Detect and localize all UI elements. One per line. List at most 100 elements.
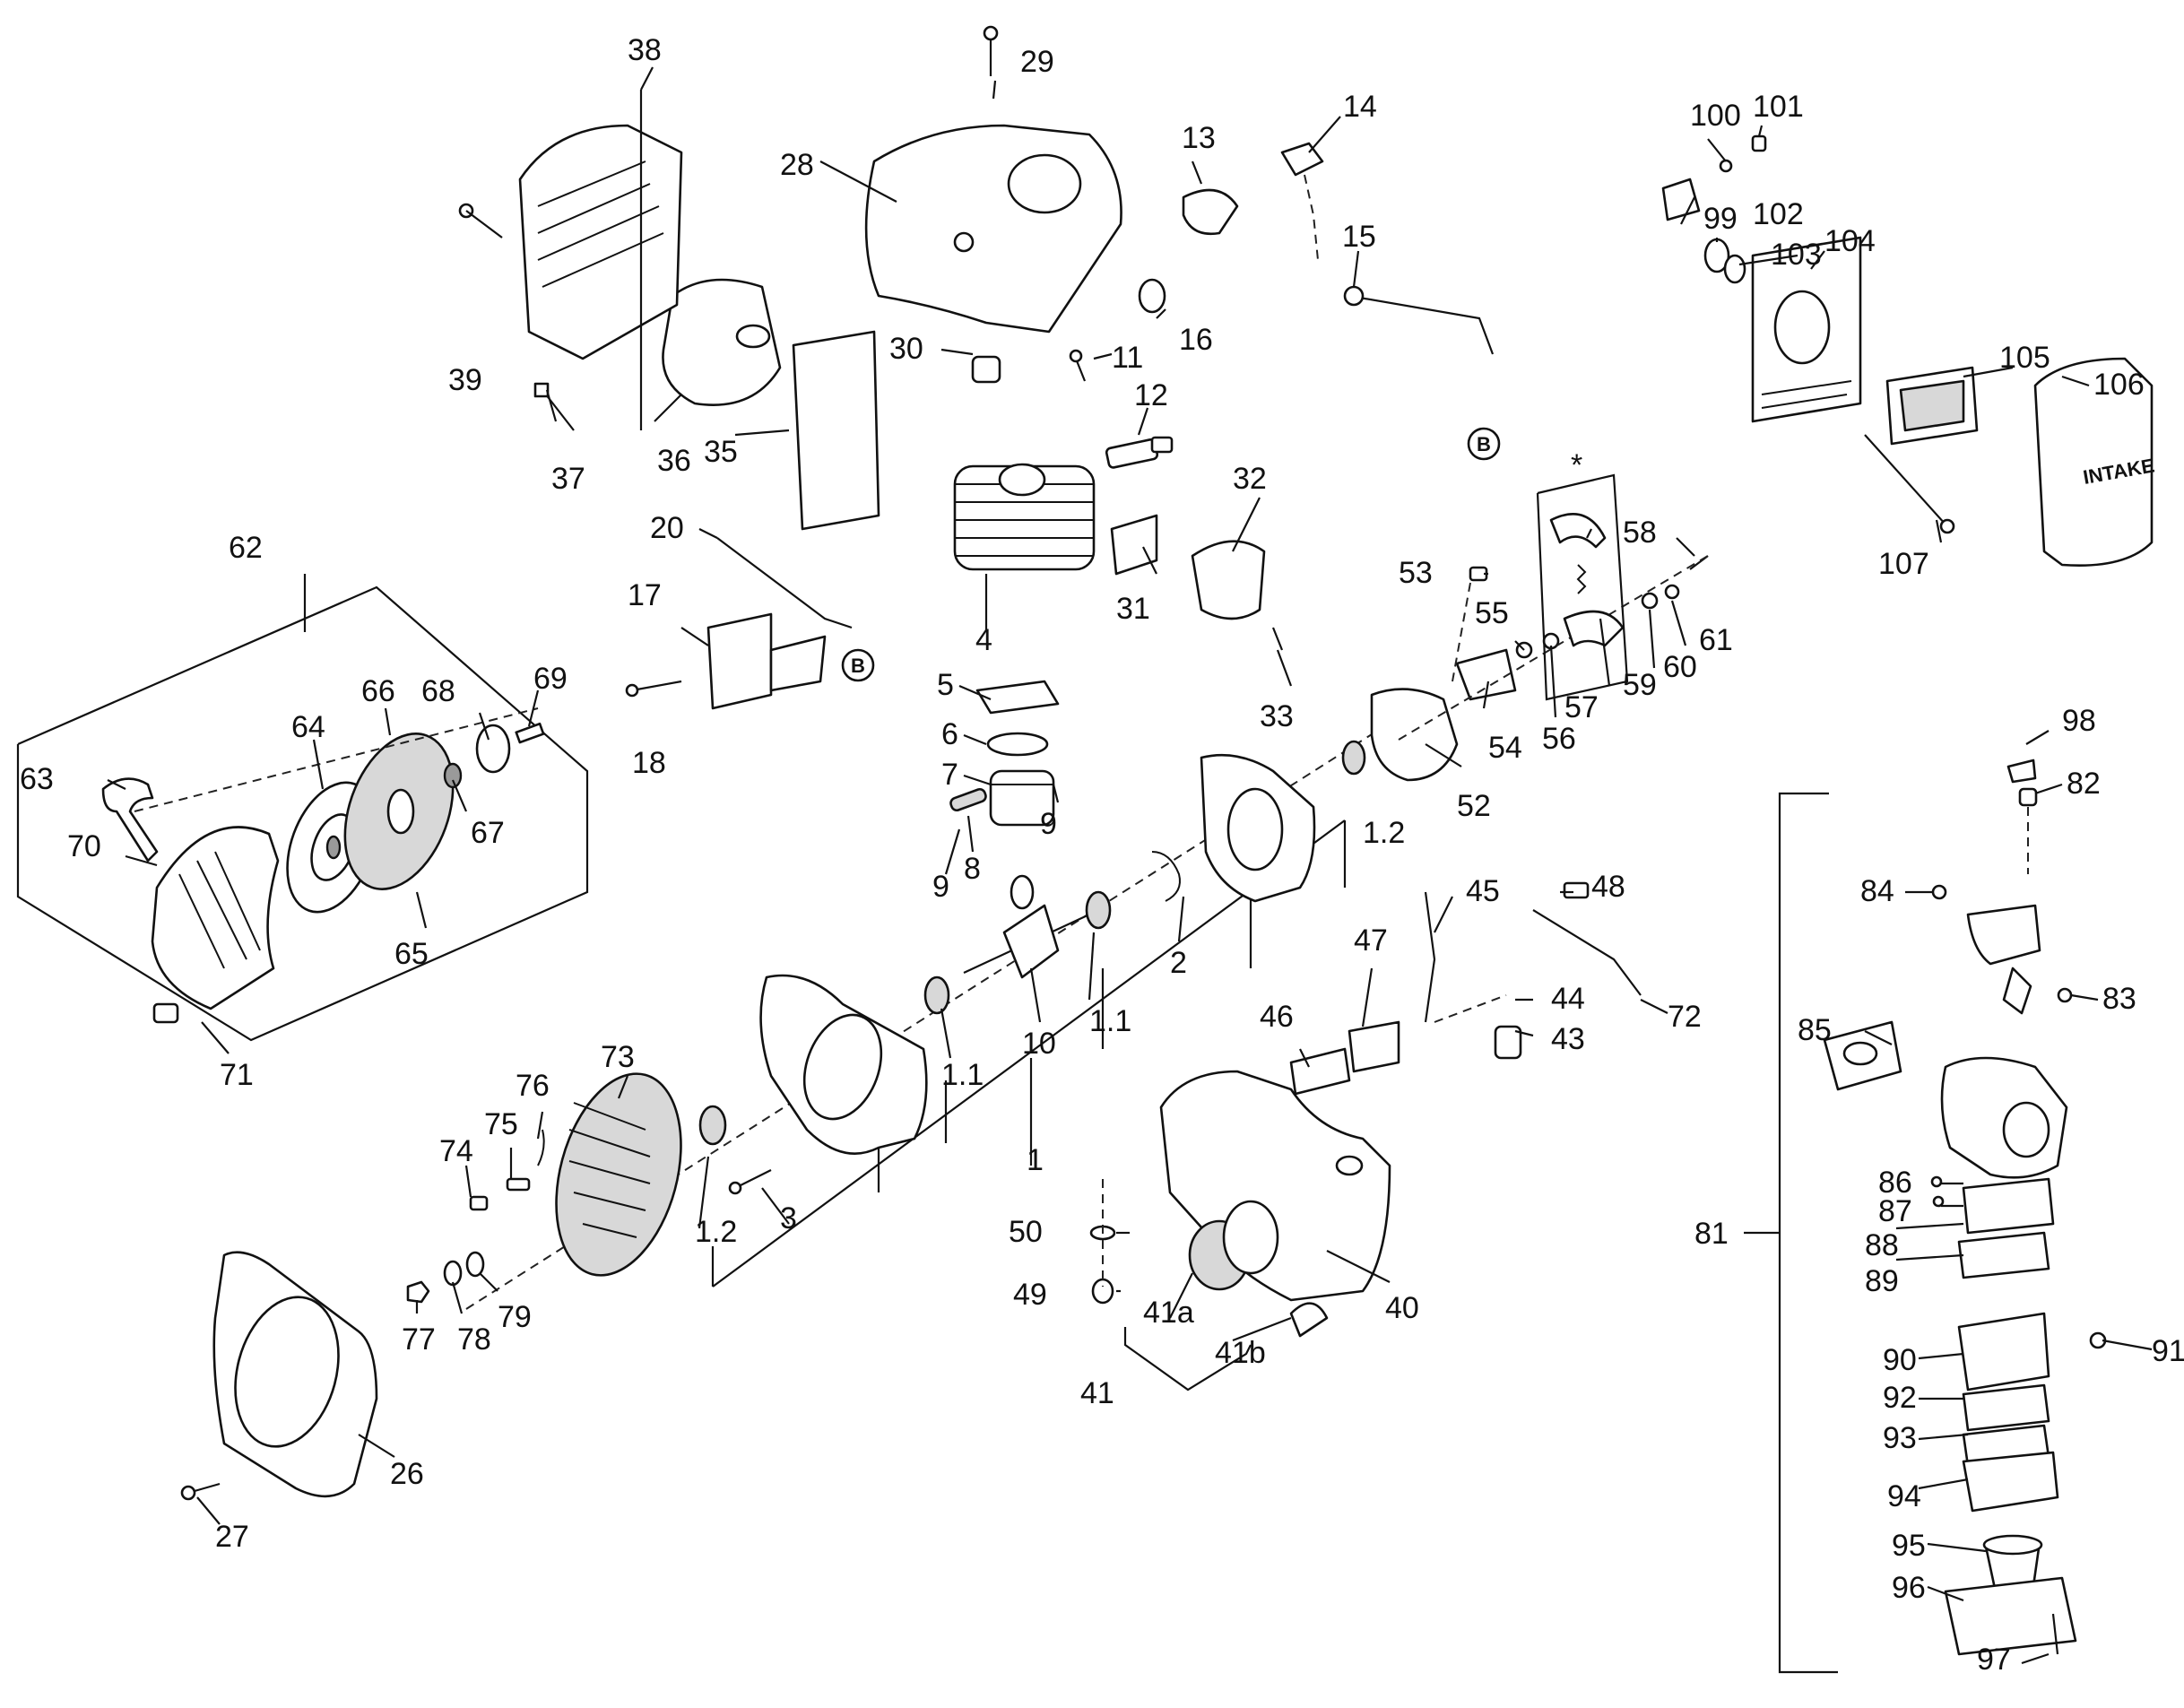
label-3: 3 — [780, 1201, 797, 1235]
label-7: 7 — [941, 758, 958, 792]
label-44: 44 — [1551, 982, 1585, 1016]
label-103: 103 — [1771, 238, 1822, 272]
muffler-36 — [662, 278, 782, 406]
clutch-spring-parts — [1398, 555, 1709, 741]
carburetor-group-bracket — [1744, 792, 1838, 1674]
piston-ring-gasket — [975, 680, 1060, 757]
air-cleaner-bolt-107 — [1864, 434, 1955, 534]
label-85: 85 — [1798, 1013, 1832, 1047]
flywheel-pawl-parts — [469, 1129, 545, 1211]
label-41: 41 — [1080, 1376, 1114, 1410]
label-31: 31 — [1116, 592, 1150, 626]
label-1-2-bottom: 1.2 — [695, 1215, 737, 1249]
carburetor-cup-95-96 — [1944, 1534, 2077, 1656]
label-99: 99 — [1703, 202, 1738, 236]
crankshaft — [963, 874, 1090, 979]
label-6: 6 — [941, 717, 958, 751]
crankcase-screw-3 — [728, 1169, 772, 1195]
ignition-coil — [706, 612, 827, 710]
ref-marker-b-lower: B — [841, 648, 875, 682]
label-107: 107 — [1878, 547, 1929, 581]
label-35: 35 — [704, 435, 738, 469]
label-62: 62 — [229, 531, 263, 565]
label-82: 82 — [2067, 767, 2101, 801]
label-104: 104 — [1824, 224, 1876, 258]
muffler-screws — [458, 203, 575, 431]
label-72: 72 — [1668, 1000, 1702, 1034]
label-18: 18 — [632, 746, 666, 780]
label-45: 45 — [1466, 874, 1500, 908]
label-37: 37 — [551, 462, 585, 496]
piston — [989, 769, 1055, 827]
intake-manifold-31-32 — [1110, 514, 1266, 620]
label-52: 52 — [1457, 789, 1491, 823]
tank-grommets-49-50 — [1089, 1179, 1116, 1305]
label-15: 15 — [1342, 220, 1376, 254]
label-30: 30 — [889, 332, 923, 366]
label-54: 54 — [1488, 731, 1522, 765]
label-41a: 41a — [1143, 1296, 1194, 1330]
cylinder — [953, 463, 1096, 571]
label-81: 81 — [1694, 1217, 1729, 1251]
label-17: 17 — [628, 578, 662, 612]
label-78: 78 — [457, 1322, 491, 1357]
fuel-pickup-43-45 — [1424, 891, 1522, 1060]
label-2: 2 — [1170, 946, 1187, 980]
label-36: 36 — [657, 444, 691, 478]
carburetor-top-and-lever — [1966, 759, 2041, 1015]
label-89: 89 — [1865, 1264, 1899, 1298]
label-20: 20 — [650, 511, 684, 545]
crankcase-half-left — [759, 974, 928, 1155]
screws-11-18-33 — [625, 349, 1284, 698]
label-29: 29 — [1020, 45, 1054, 79]
label-1: 1 — [1027, 1143, 1044, 1177]
label-59: 59 — [1623, 668, 1657, 702]
label-64: 64 — [291, 710, 325, 744]
clutch-shoe-54 — [1455, 648, 1517, 701]
flywheel — [555, 1072, 682, 1277]
clutch-kit-group-57-58 — [1536, 473, 1629, 701]
label-76: 76 — [516, 1069, 550, 1103]
label-101: 101 — [1753, 90, 1804, 124]
label-75: 75 — [484, 1107, 518, 1141]
label-43: 43 — [1551, 1022, 1585, 1056]
tank-gasket-46-47 — [1289, 1020, 1400, 1096]
label-26: 26 — [390, 1457, 424, 1491]
label-27: 27 — [215, 1520, 249, 1554]
label-63: 63 — [20, 762, 54, 796]
air-cleaner-base-104 — [1751, 236, 1862, 423]
carburetor-gasket-85 — [1823, 1020, 1902, 1091]
label-28: 28 — [780, 148, 814, 182]
starter-screw-71 — [152, 1002, 179, 1024]
label-93: 93 — [1883, 1421, 1917, 1455]
label-14: 14 — [1343, 90, 1377, 124]
label-11: 11 — [1112, 341, 1143, 375]
label-71: 71 — [220, 1058, 254, 1092]
starter-pawl-washer — [443, 722, 545, 789]
label-66: 66 — [361, 674, 395, 708]
grommets-16-30 — [971, 278, 1166, 384]
spark-plug — [1105, 436, 1174, 469]
fuel-cap-41a — [1188, 1200, 1279, 1291]
air-cleaner-cover-106: INTAKE — [2033, 357, 2156, 567]
air-filter-105 — [1885, 366, 1979, 446]
label-5: 5 — [937, 668, 954, 702]
label-1-1-left: 1.1 — [941, 1058, 984, 1092]
crankcase-half-right — [1200, 753, 1316, 903]
label-4: 4 — [975, 623, 992, 657]
label-86: 86 — [1878, 1166, 1912, 1200]
label-58: 58 — [1623, 516, 1657, 550]
label-105: 105 — [1999, 341, 2050, 375]
label-1-2-top: 1.2 — [1363, 816, 1405, 850]
label-56: 56 — [1542, 722, 1576, 756]
label-95: 95 — [1892, 1529, 1926, 1563]
label-61: 61 — [1699, 623, 1733, 657]
label-33: 33 — [1260, 699, 1294, 733]
label-57: 57 — [1564, 690, 1599, 724]
label-87: 87 — [1878, 1194, 1912, 1228]
label-8: 8 — [964, 852, 981, 886]
air-cleaner-small-parts — [1661, 134, 1767, 284]
label-55: 55 — [1475, 596, 1509, 630]
bolt-53 — [1452, 566, 1488, 682]
